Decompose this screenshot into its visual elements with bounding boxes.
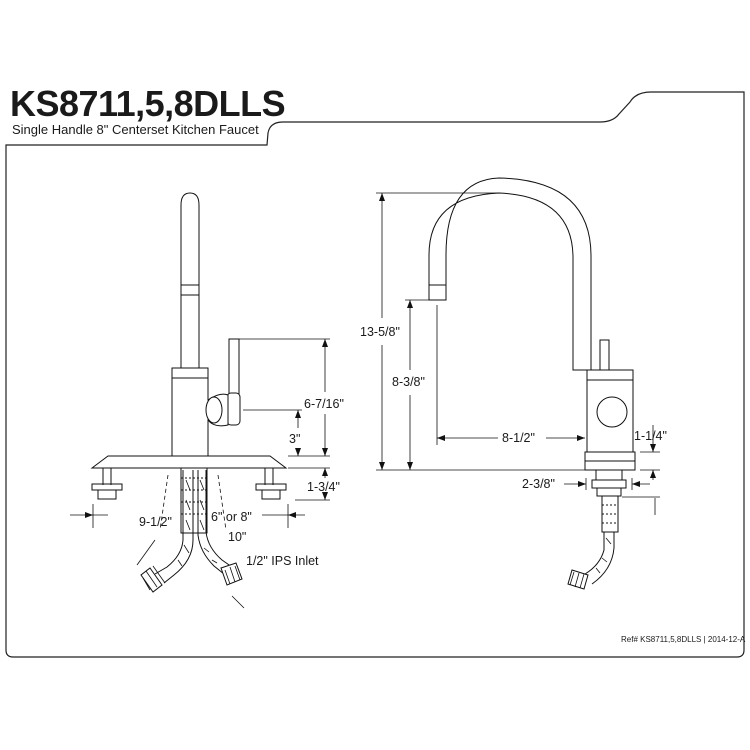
dim-overall-width: 9-1/2"	[139, 515, 172, 529]
dim-deck-thickness: 1-3/4"	[307, 480, 340, 494]
drawing-frame	[5, 91, 745, 658]
dim-base-diameter: 2-3/8"	[522, 477, 555, 491]
side-shank	[180, 467, 208, 534]
side-fitting-left	[140, 565, 166, 593]
dim-reach: 8-1/2"	[502, 431, 535, 445]
dim-centers: 6" or 8"	[211, 510, 252, 524]
side-spout	[180, 192, 200, 368]
side-mount-right	[255, 468, 287, 500]
arrowheads	[85, 193, 656, 518]
front-fitting	[567, 569, 589, 590]
dimension-labels: 6-7/16" 3" 1-3/4" 9-1/2" 6" or 8" 10" 1/…	[139, 325, 667, 568]
dim-inlet: 1/2" IPS Inlet	[246, 554, 319, 568]
side-fitting-right	[220, 562, 243, 586]
dim-spout-lever: 3"	[289, 432, 300, 446]
side-handle	[228, 338, 240, 398]
dim-plate-width: 10"	[228, 530, 246, 544]
dim-overall-height: 13-5/8"	[360, 325, 400, 339]
side-mount-left	[91, 468, 123, 500]
side-hose-left	[154, 470, 194, 584]
front-hose	[584, 532, 615, 585]
side-view	[90, 192, 288, 593]
front-view	[428, 177, 636, 590]
front-spout-tip	[428, 284, 447, 301]
side-hose-right	[197, 470, 233, 575]
front-handle-hub	[596, 396, 628, 428]
dim-spout-height: 8-3/8"	[392, 375, 425, 389]
dim-base-height: 1-1/4"	[634, 429, 667, 443]
model-description: Single Handle 8" Centerset Kitchen Fauce…	[12, 122, 259, 137]
front-spout	[428, 177, 592, 371]
dim-handle-height: 6-7/16"	[304, 397, 344, 411]
model-title: KS8711,5,8DLLS	[10, 83, 286, 124]
front-dimensions	[376, 192, 660, 515]
reference-footer: Ref# KS8711,5,8DLLS | 2014-12-A	[621, 635, 746, 644]
side-deck-plate	[90, 455, 288, 469]
